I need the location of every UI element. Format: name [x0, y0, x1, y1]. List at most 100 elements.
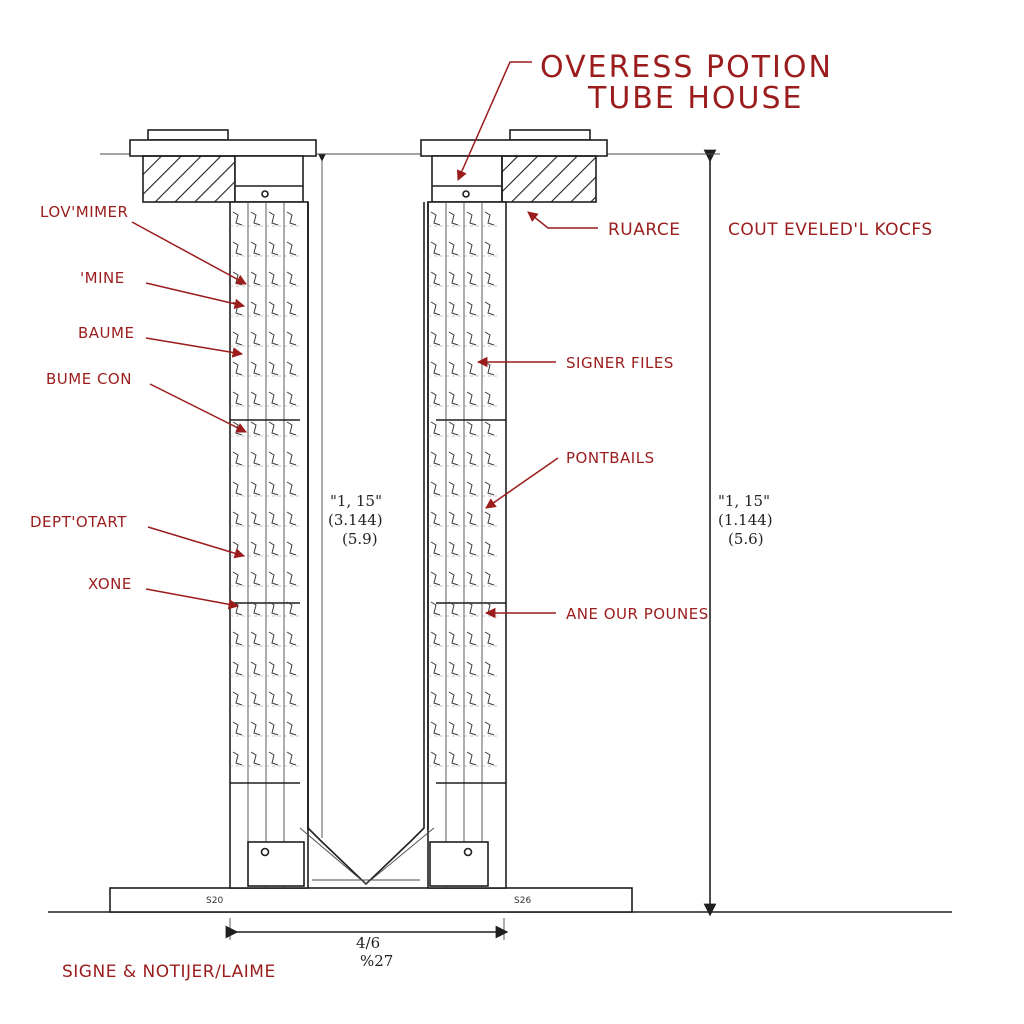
column-rung-mark [232, 511, 243, 526]
column-rung-mark [268, 301, 279, 316]
column-rung-mark [286, 721, 297, 736]
column-rung-mark [448, 301, 459, 316]
column-rung-mark [466, 691, 477, 706]
column-rung-mark [250, 211, 261, 226]
column-rung-mark [250, 361, 261, 376]
column-rung-mark [250, 301, 261, 316]
leader-baume [145, 337, 244, 358]
leader-deptotart [147, 526, 246, 559]
base-plate: S20 S26 [109, 887, 633, 913]
column-rung-mark [430, 721, 441, 736]
dimension-left-line-1: "1, 15" [330, 492, 382, 510]
column-rung-mark [430, 391, 441, 406]
title-line-1: OVERESS POTION [540, 50, 833, 85]
column-rung-mark [430, 301, 441, 316]
column-rung-mark [286, 451, 297, 466]
column-rung-mark [268, 211, 279, 226]
right-labels: RUARCE COUT EVELED'L KOCFS SIGNER FILES … [476, 211, 932, 623]
column-rung-mark [466, 541, 477, 556]
column-rung-mark [232, 331, 243, 346]
column-rung-mark [466, 631, 477, 646]
column-rung-mark [484, 331, 495, 346]
column-rung-mark [430, 211, 441, 226]
label-ane-our-pounes: ANE OUR POUNES [566, 605, 709, 623]
column-rung-mark [268, 721, 279, 736]
column-rung-mark [250, 601, 261, 616]
column-rung-mark [286, 631, 297, 646]
column-rung-mark [250, 421, 261, 436]
column-rung-mark [430, 361, 441, 376]
column-rung-mark [430, 511, 441, 526]
column-rung-mark [430, 271, 441, 286]
column-rung-mark [466, 601, 477, 616]
column-rung-mark [448, 331, 459, 346]
column-rung-mark [448, 361, 459, 376]
column-rung-mark [466, 301, 477, 316]
column-rung-mark [286, 481, 297, 496]
column-rung-mark [448, 601, 459, 616]
column-rung-mark [430, 691, 441, 706]
bottom-dimension-line-2: %27 [360, 952, 393, 970]
column-rung-mark [466, 241, 477, 256]
inner-tube [299, 202, 435, 886]
column-rung-mark [448, 721, 459, 736]
left-column-cap [129, 129, 317, 203]
column-rung-mark [484, 721, 495, 736]
dimension-left-text: "1, 15" (3.144) (5.9) [328, 492, 383, 548]
column-rung-mark [268, 421, 279, 436]
base-mark-right: S26 [514, 896, 531, 906]
column-rung-mark [268, 271, 279, 286]
column-rung-mark [484, 451, 495, 466]
column-rung-mark [484, 421, 495, 436]
column-rung-mark [232, 691, 243, 706]
column-rung-mark [232, 361, 243, 376]
column-rung-mark [448, 571, 459, 586]
column-rung-mark [448, 511, 459, 526]
column-rung-mark [484, 391, 495, 406]
column-rung-mark [232, 391, 243, 406]
column-rung-mark [250, 241, 261, 256]
column-rung-mark [430, 481, 441, 496]
label-pontbails: PONTBAILS [566, 449, 655, 467]
column-rung-mark [448, 271, 459, 286]
column-rung-mark [286, 601, 297, 616]
column-rung-mark [466, 511, 477, 526]
column-rung-mark [250, 751, 261, 766]
left-labels: LOV'MIMER 'MINE BAUME BUME CON DEPT'OTAR… [30, 203, 247, 610]
leader-mine [145, 282, 246, 309]
column-rung-mark [484, 211, 495, 226]
column-rung-mark [286, 271, 297, 286]
leader-bume-con [149, 383, 247, 433]
column-rung-mark [466, 271, 477, 286]
column-rung-mark [430, 751, 441, 766]
column-rung-mark [484, 541, 495, 556]
column-rung-mark [232, 241, 243, 256]
column-rung-mark [250, 691, 261, 706]
column-rung-mark [484, 751, 495, 766]
label-ruarce: RUARCE [608, 220, 680, 240]
leader-pontbails [485, 457, 559, 509]
bottom-dimension: 4/6 %27 [225, 918, 509, 970]
column-rung-mark [268, 541, 279, 556]
right-column-rungs [428, 211, 500, 767]
column-rung-mark [250, 331, 261, 346]
column-rung-mark [268, 241, 279, 256]
column-rung-mark [250, 571, 261, 586]
column-rung-mark [286, 511, 297, 526]
column-rung-mark [484, 661, 495, 676]
column-rung-mark [448, 691, 459, 706]
footer-note: SIGNE & NOTIJER/LAIME [62, 962, 276, 982]
column-rung-mark [286, 301, 297, 316]
bottom-dimension-line-1: 4/6 [356, 934, 380, 952]
column-rung-mark [430, 541, 441, 556]
column-rung-mark [268, 691, 279, 706]
column-rung-mark [466, 391, 477, 406]
column-rung-mark [286, 691, 297, 706]
column-rung-mark [484, 241, 495, 256]
right-column [427, 201, 507, 889]
column-rung-mark [232, 631, 243, 646]
column-rung-mark [448, 391, 459, 406]
column-rung-mark [268, 451, 279, 466]
column-rung-mark [466, 361, 477, 376]
